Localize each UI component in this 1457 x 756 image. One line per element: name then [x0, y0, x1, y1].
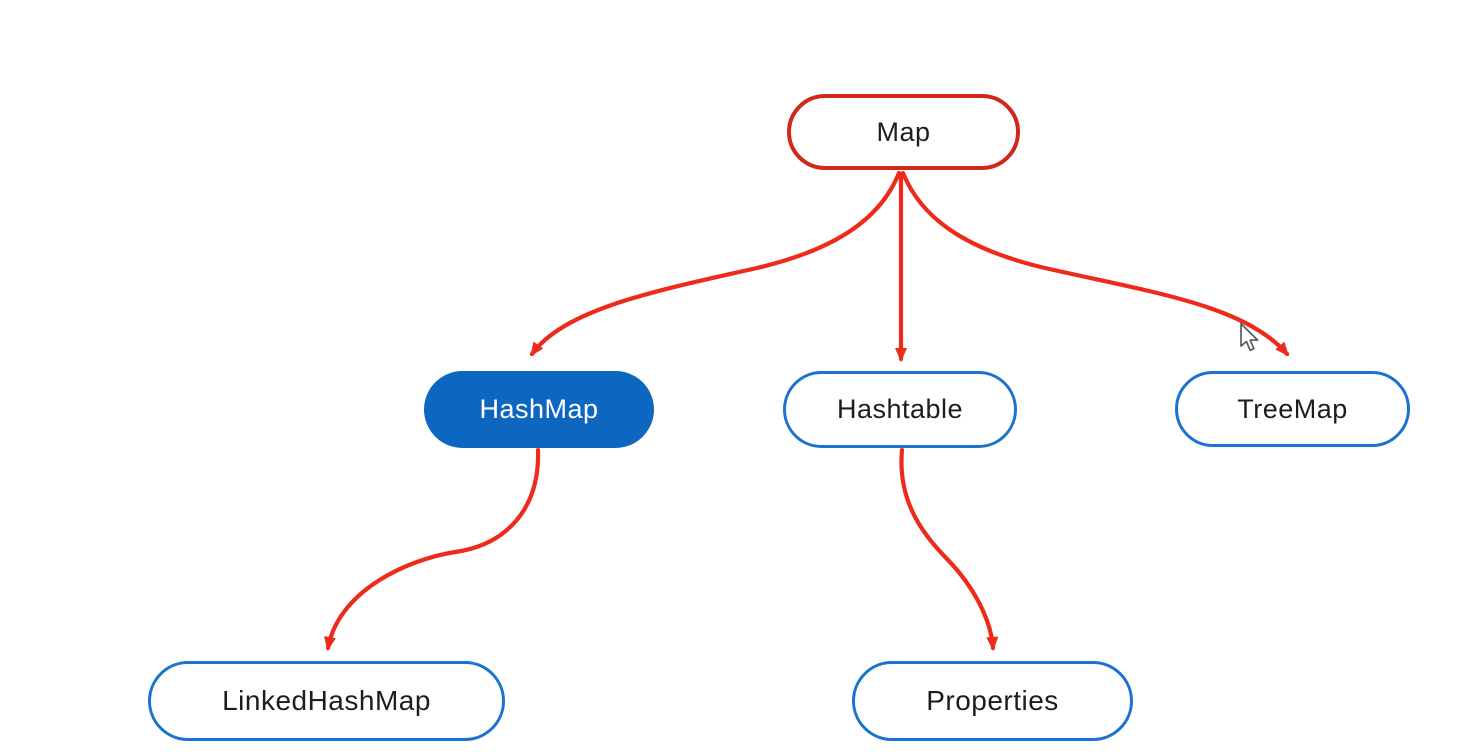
node-treemap[interactable]: TreeMap [1175, 371, 1410, 447]
mouse-cursor-icon [1240, 323, 1259, 352]
node-properties[interactable]: Properties [852, 661, 1133, 741]
node-map[interactable]: Map [787, 94, 1020, 170]
edge-hashtable-to-properties [899, 447, 999, 651]
node-hashmap[interactable]: HashMap [424, 371, 654, 448]
edge-map-to-treemap [900, 170, 1290, 357]
node-linkedhashmap[interactable]: LinkedHashMap [148, 661, 505, 741]
node-hashtable[interactable]: Hashtable [783, 371, 1017, 448]
edge-map-to-hashmap [529, 170, 902, 357]
edge-hashmap-to-linkedhashmap [324, 447, 541, 651]
